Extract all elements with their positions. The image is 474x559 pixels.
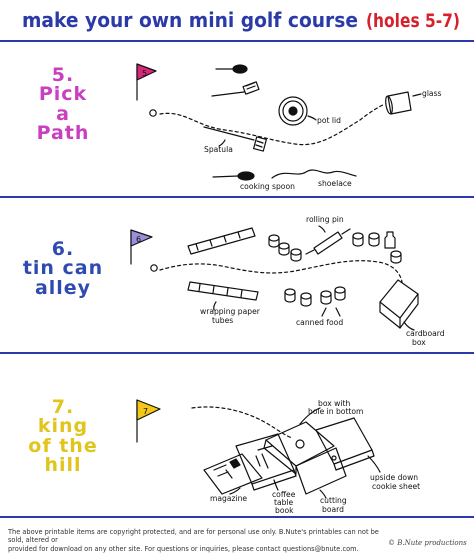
hole5-path <box>159 103 386 146</box>
hole6-flag-icon <box>130 229 153 247</box>
hole7-illustration: 7 magazine coffee table book box with ho… <box>136 399 420 515</box>
cutting-board-icon <box>295 447 347 495</box>
label-canned-food: canned food <box>296 318 343 327</box>
label-cooking-spoon: cooking spoon <box>240 182 295 191</box>
top-divider <box>0 40 474 42</box>
label-tubes-line1: wrapping paper <box>200 307 261 316</box>
page-title-holes: (holes 5-7) <box>366 10 460 32</box>
can-icon <box>268 234 280 242</box>
hole5-divider <box>0 196 474 198</box>
tube-lower-icon <box>187 281 259 301</box>
copyright-line2: provided for download on any other site.… <box>8 544 359 553</box>
hole7-flag-number: 7 <box>143 407 148 416</box>
hole7-divider <box>0 516 474 518</box>
label-box-line1: cardboard <box>406 329 445 338</box>
label-cutting-line1: cutting <box>320 496 347 505</box>
hole7-flag-icon <box>136 399 161 421</box>
copyright-notice: The above printable items are copyright … <box>8 528 380 553</box>
cookie-sheet-icon <box>315 417 373 465</box>
hole6-divider <box>0 352 474 354</box>
shoelace-icon <box>271 169 357 179</box>
hole5-ball-icon <box>149 109 157 117</box>
label-magazine: magazine <box>210 494 247 503</box>
hole5-name-line1: Pick <box>38 83 88 106</box>
label-pot-lid: pot lid <box>317 116 341 125</box>
label-glass: glass <box>422 89 442 98</box>
label-spatula: Spatula <box>204 145 233 154</box>
tube-upper-icon <box>187 227 256 255</box>
label-coffee-line2: table <box>274 498 294 507</box>
hole6-ball-icon <box>150 264 158 272</box>
hole5-flag-number: 5 <box>142 69 147 78</box>
hole7-title: 7. king of the hill <box>2 396 124 477</box>
spatula-top-icon <box>211 91 245 97</box>
coffee-table-book-icon <box>235 433 295 485</box>
label-box-line2: box <box>412 338 426 347</box>
page-title: make your own mini golf course (holes 5-… <box>22 8 460 32</box>
label-coffee-line1: coffee <box>272 490 296 499</box>
label-box-hole-line1: box with <box>318 399 350 408</box>
label-tubes-line2: tubes <box>212 316 233 325</box>
label-coffee-line3: book <box>275 506 294 515</box>
hole5-flag-icon <box>136 63 157 81</box>
page-title-main: make your own mini golf course <box>22 8 358 32</box>
hole6-title: 6. tin can alley <box>2 238 124 299</box>
label-box-hole-line2: hole in bottom <box>308 407 363 416</box>
brand-signature: © B.Nute productions <box>388 539 467 547</box>
hole6-path <box>159 260 403 283</box>
hole6-illustration: 6 rolling pin wrapping paper tubes <box>130 215 445 347</box>
hole5-title: 5. Pick a Path <box>2 64 124 145</box>
hole6-flag-number: 6 <box>136 235 141 244</box>
box-with-hole-icon <box>265 421 335 467</box>
rolling-pin-icon <box>313 231 343 255</box>
hole7-name-line1: king <box>37 415 89 438</box>
hole6-name-line2: alley <box>34 276 92 299</box>
hole7-path <box>191 406 293 439</box>
pot-lid-icon <box>278 96 308 126</box>
cooking-spoon-icon <box>237 171 255 181</box>
hole6-name-line1: tin can <box>22 257 104 280</box>
hole6-number: 6. <box>51 238 75 260</box>
spatula-icon <box>203 126 255 141</box>
hole7-name-line3: hill <box>44 454 82 477</box>
glass-icon <box>387 91 412 115</box>
hole5-name-line2: a <box>56 102 70 125</box>
hole5-name-line3: Path <box>36 122 90 145</box>
label-sheet-line2: cookie sheet <box>372 482 420 491</box>
hole7-number: 7. <box>51 396 75 418</box>
label-rolling-pin: rolling pin <box>306 215 344 224</box>
magazine-icon <box>203 453 263 495</box>
hole5-illustration: 5 pot lid glass Spatula cooking spoon s <box>136 63 442 191</box>
hole7-name-line2: of the <box>28 434 98 457</box>
label-sheet-line1: upside down <box>370 473 418 482</box>
copyright-line1: The above printable items are copyright … <box>8 528 379 545</box>
label-shoelace: shoelace <box>318 179 352 188</box>
spoon-top-icon <box>232 64 248 74</box>
label-cutting-line2: board <box>322 505 344 514</box>
hole5-number: 5. <box>51 64 75 86</box>
